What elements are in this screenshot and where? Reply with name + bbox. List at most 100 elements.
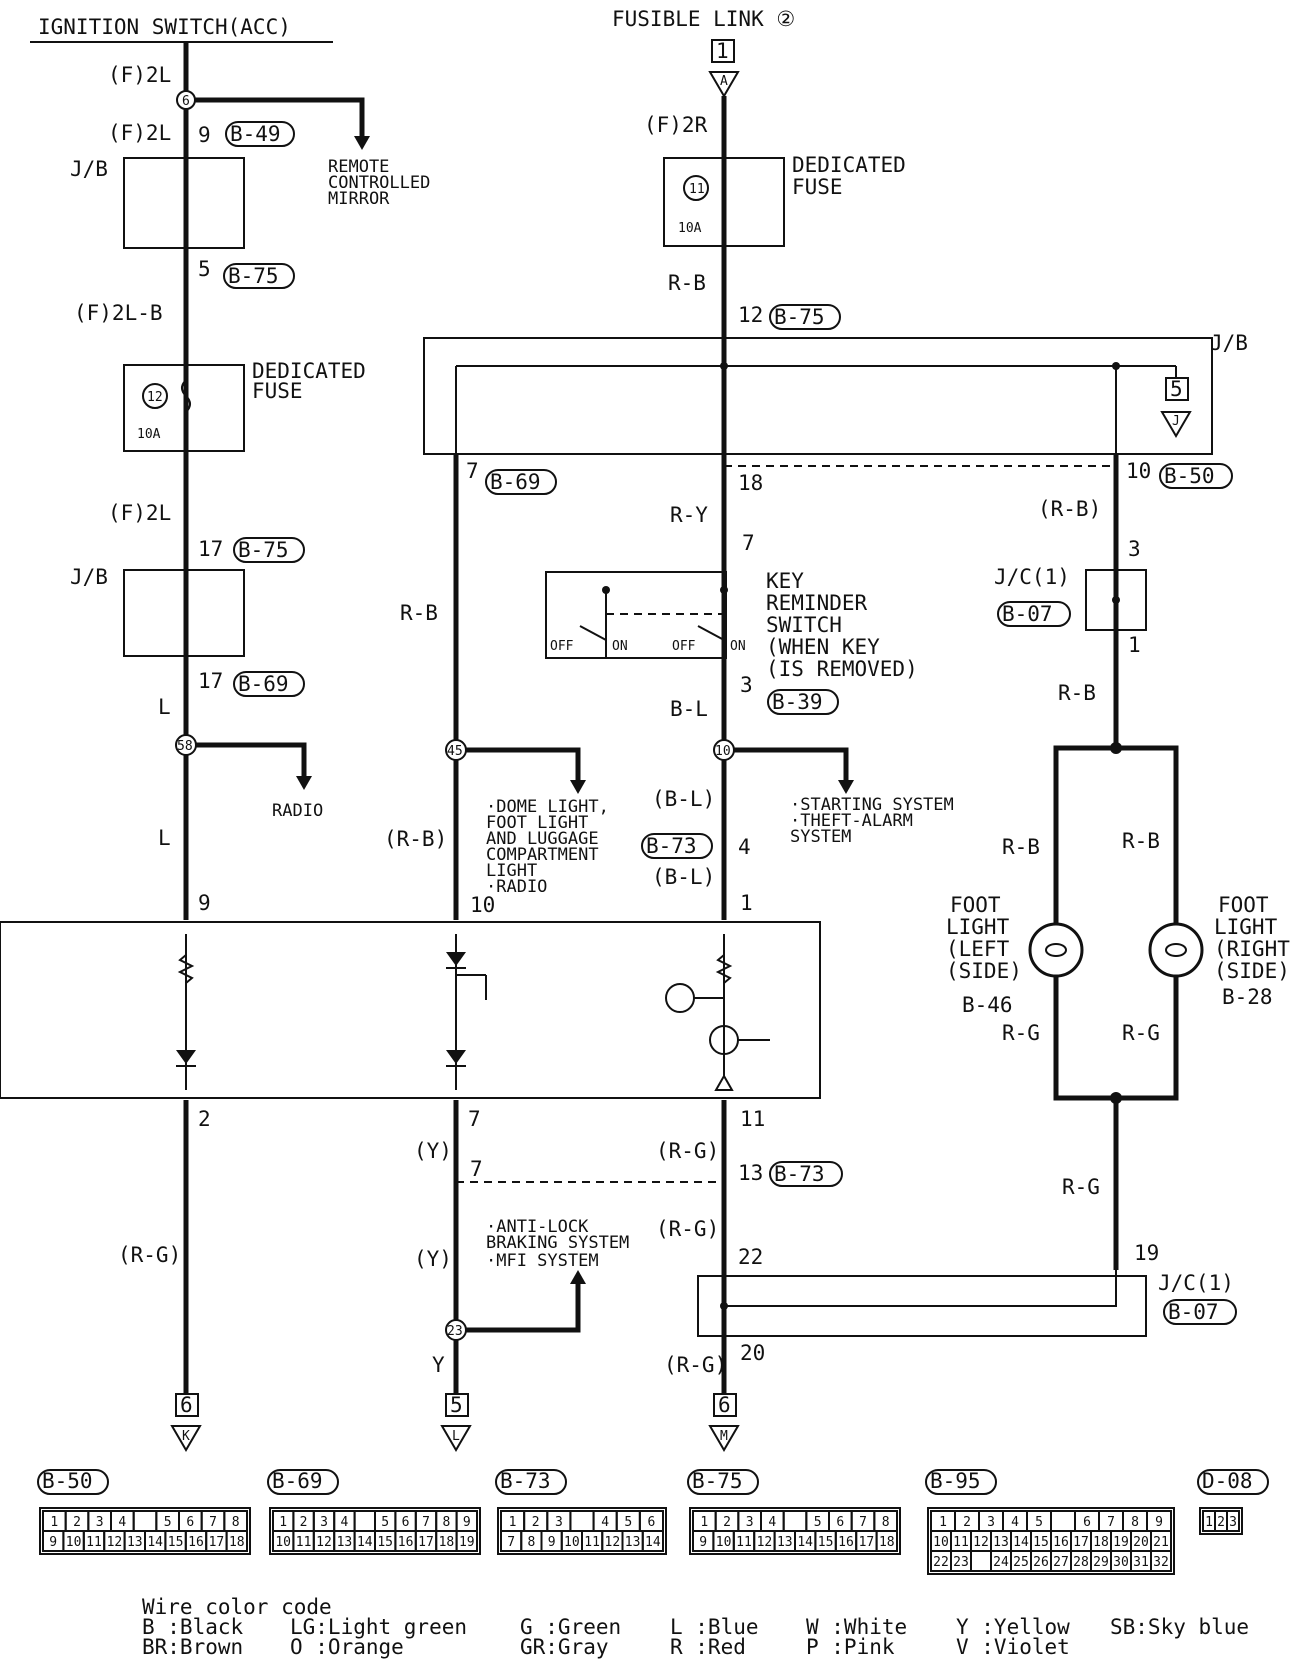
- pin-10-lower: 10: [470, 893, 495, 917]
- connector-pin-number: 16: [398, 1535, 414, 1550]
- connector-pin-number: 28: [1073, 1555, 1089, 1570]
- connector-pin-number: 11: [953, 1535, 969, 1550]
- foot-right-id: B-28: [1222, 985, 1273, 1009]
- connector-pin-number: 16: [188, 1535, 204, 1550]
- key-reminder-l2: REMINDER: [766, 591, 868, 615]
- connector-pin-number: 3: [555, 1515, 563, 1530]
- legend-r: R :Red: [670, 1635, 746, 1659]
- wire-rb-5: R-B: [1122, 829, 1160, 853]
- connector-pin-number: 14: [645, 1535, 661, 1550]
- conn-b39: B-39: [772, 690, 823, 714]
- connector-pin-number: 10: [564, 1535, 580, 1550]
- dome-list-3: AND LUGGAGE: [486, 829, 599, 849]
- connector-pin-number: 7: [859, 1515, 867, 1530]
- key-reminder-l1: KEY: [766, 569, 804, 593]
- dedicated-fuse-1-l2: FUSE: [252, 379, 303, 403]
- connector-pin-number: 9: [1155, 1515, 1163, 1530]
- switch-off-1: OFF: [550, 639, 574, 654]
- connector-pin-number: 9: [699, 1535, 707, 1550]
- dome-list-6: ·RADIO: [486, 877, 547, 897]
- abs-list-1: ·ANTI-LOCK: [486, 1217, 589, 1237]
- fusible-link-label: FUSIBLE LINK ②: [612, 7, 795, 31]
- connector-pin-number: 14: [797, 1535, 813, 1550]
- connector-b-50-label: B-50: [42, 1469, 93, 1493]
- connector-pin-number: 5: [814, 1515, 822, 1530]
- connector-pin-number: 10: [933, 1535, 949, 1550]
- connector-pin-number: 10: [66, 1535, 82, 1550]
- splice-45: 45: [447, 744, 463, 759]
- bot3-ref-box: 6: [718, 1393, 731, 1417]
- pin-9-top: 9: [198, 123, 211, 147]
- jb-label-1: J/B: [70, 157, 108, 181]
- conn-b07-b: B-07: [1168, 1300, 1219, 1324]
- connector-pin-number: 17: [209, 1535, 225, 1550]
- jc1-top-label: J/C(1): [994, 565, 1070, 589]
- wire-rg-paren-4: (R-G): [664, 1353, 727, 1377]
- connector-pin-number: 15: [168, 1535, 184, 1550]
- connector-pin-number: 22: [933, 1555, 949, 1570]
- abs-list-2: BRAKING SYSTEM: [486, 1233, 629, 1253]
- connector-pin-number: 29: [1093, 1555, 1109, 1570]
- connector-pin-number: 5: [381, 1515, 389, 1530]
- switch-on-1: ON: [612, 639, 628, 654]
- legend-l: L :Blue: [670, 1615, 759, 1639]
- bot2-ref-box: 5: [450, 1393, 463, 1417]
- connector-pin-cell: [1150, 1550, 1172, 1572]
- connector-pin-number: 1: [509, 1515, 517, 1530]
- starting-list-3: SYSTEM: [790, 827, 851, 847]
- connector-pin-cell: [132, 1510, 158, 1532]
- wire-rg-paren-1: (R-G): [118, 1243, 181, 1267]
- connector-pin-number: 4: [118, 1515, 126, 1530]
- connector-pin-number: 4: [601, 1515, 609, 1530]
- connector-pin-number: 3: [320, 1515, 328, 1530]
- wire-f2lb: (F)2L-B: [74, 301, 163, 325]
- connector-pin-number: 14: [147, 1535, 163, 1550]
- connector-d-08-pill: [1197, 1469, 1269, 1495]
- connector-pin-number: 8: [232, 1515, 240, 1530]
- connector-pin-number: 3: [1229, 1515, 1237, 1530]
- connector-pin-number: 11: [736, 1535, 752, 1550]
- foot-right-l2: LIGHT: [1214, 915, 1278, 939]
- connector-pin-number: 5: [164, 1515, 172, 1530]
- connector-pin-number: 10: [275, 1535, 291, 1550]
- splice-23: 23: [447, 1324, 463, 1339]
- wire-bl: B-L: [670, 697, 708, 721]
- legend-sb: SB:Sky blue: [1110, 1615, 1249, 1639]
- connector-pin-number: 16: [1053, 1535, 1069, 1550]
- wire-ry: R-Y: [670, 503, 708, 527]
- switch-off-2: OFF: [672, 639, 696, 654]
- connector-pin-number: 21: [1153, 1535, 1169, 1550]
- connector-pin-number: 18: [1093, 1535, 1109, 1550]
- connector-pin-cell: [875, 1530, 898, 1552]
- bot1-ref-letter: K: [182, 1429, 190, 1444]
- connector-pin-number: 13: [625, 1535, 641, 1550]
- conn-b49: B-49: [230, 122, 281, 146]
- connector-b-95-pill: [925, 1469, 997, 1495]
- jc1-bottom-label: J/C(1): [1158, 1271, 1234, 1295]
- connector-pin-number: 9: [49, 1535, 57, 1550]
- connector-pin-number: 7: [422, 1515, 430, 1530]
- connector-pin-number: 6: [186, 1515, 194, 1530]
- connector-pin-number: 6: [836, 1515, 844, 1530]
- connector-pin-number: 6: [1083, 1515, 1091, 1530]
- connector-b-69-pill: [267, 1469, 339, 1495]
- legend-br: BR:Brown: [142, 1635, 243, 1659]
- connector-pin-number: 1: [50, 1515, 58, 1530]
- foot-left-l3: (LEFT: [946, 937, 1010, 961]
- conn-b73-b: B-73: [774, 1162, 825, 1186]
- connector-pin-number: 9: [463, 1515, 471, 1530]
- pin-22: 22: [738, 1245, 763, 1269]
- connector-pin-number: 13: [993, 1535, 1009, 1550]
- pin-5: 5: [198, 257, 211, 281]
- connector-pin-number: 4: [768, 1515, 776, 1530]
- legend-y: Y :Yellow: [956, 1615, 1070, 1639]
- connector-b-73-pill: [495, 1469, 567, 1495]
- connector-pin-number: 8: [442, 1515, 450, 1530]
- connector-pin-number: 30: [1113, 1555, 1129, 1570]
- remote-mirror-l2: CONTROLLED: [328, 173, 430, 193]
- connector-b-75-frame: [689, 1507, 901, 1555]
- wire-l-1: L: [158, 695, 171, 719]
- fuse1-number: 12: [147, 390, 163, 405]
- connector-pin-number: 5: [624, 1515, 632, 1530]
- dedicated-fuse-1-l1: DEDICATED: [252, 359, 366, 383]
